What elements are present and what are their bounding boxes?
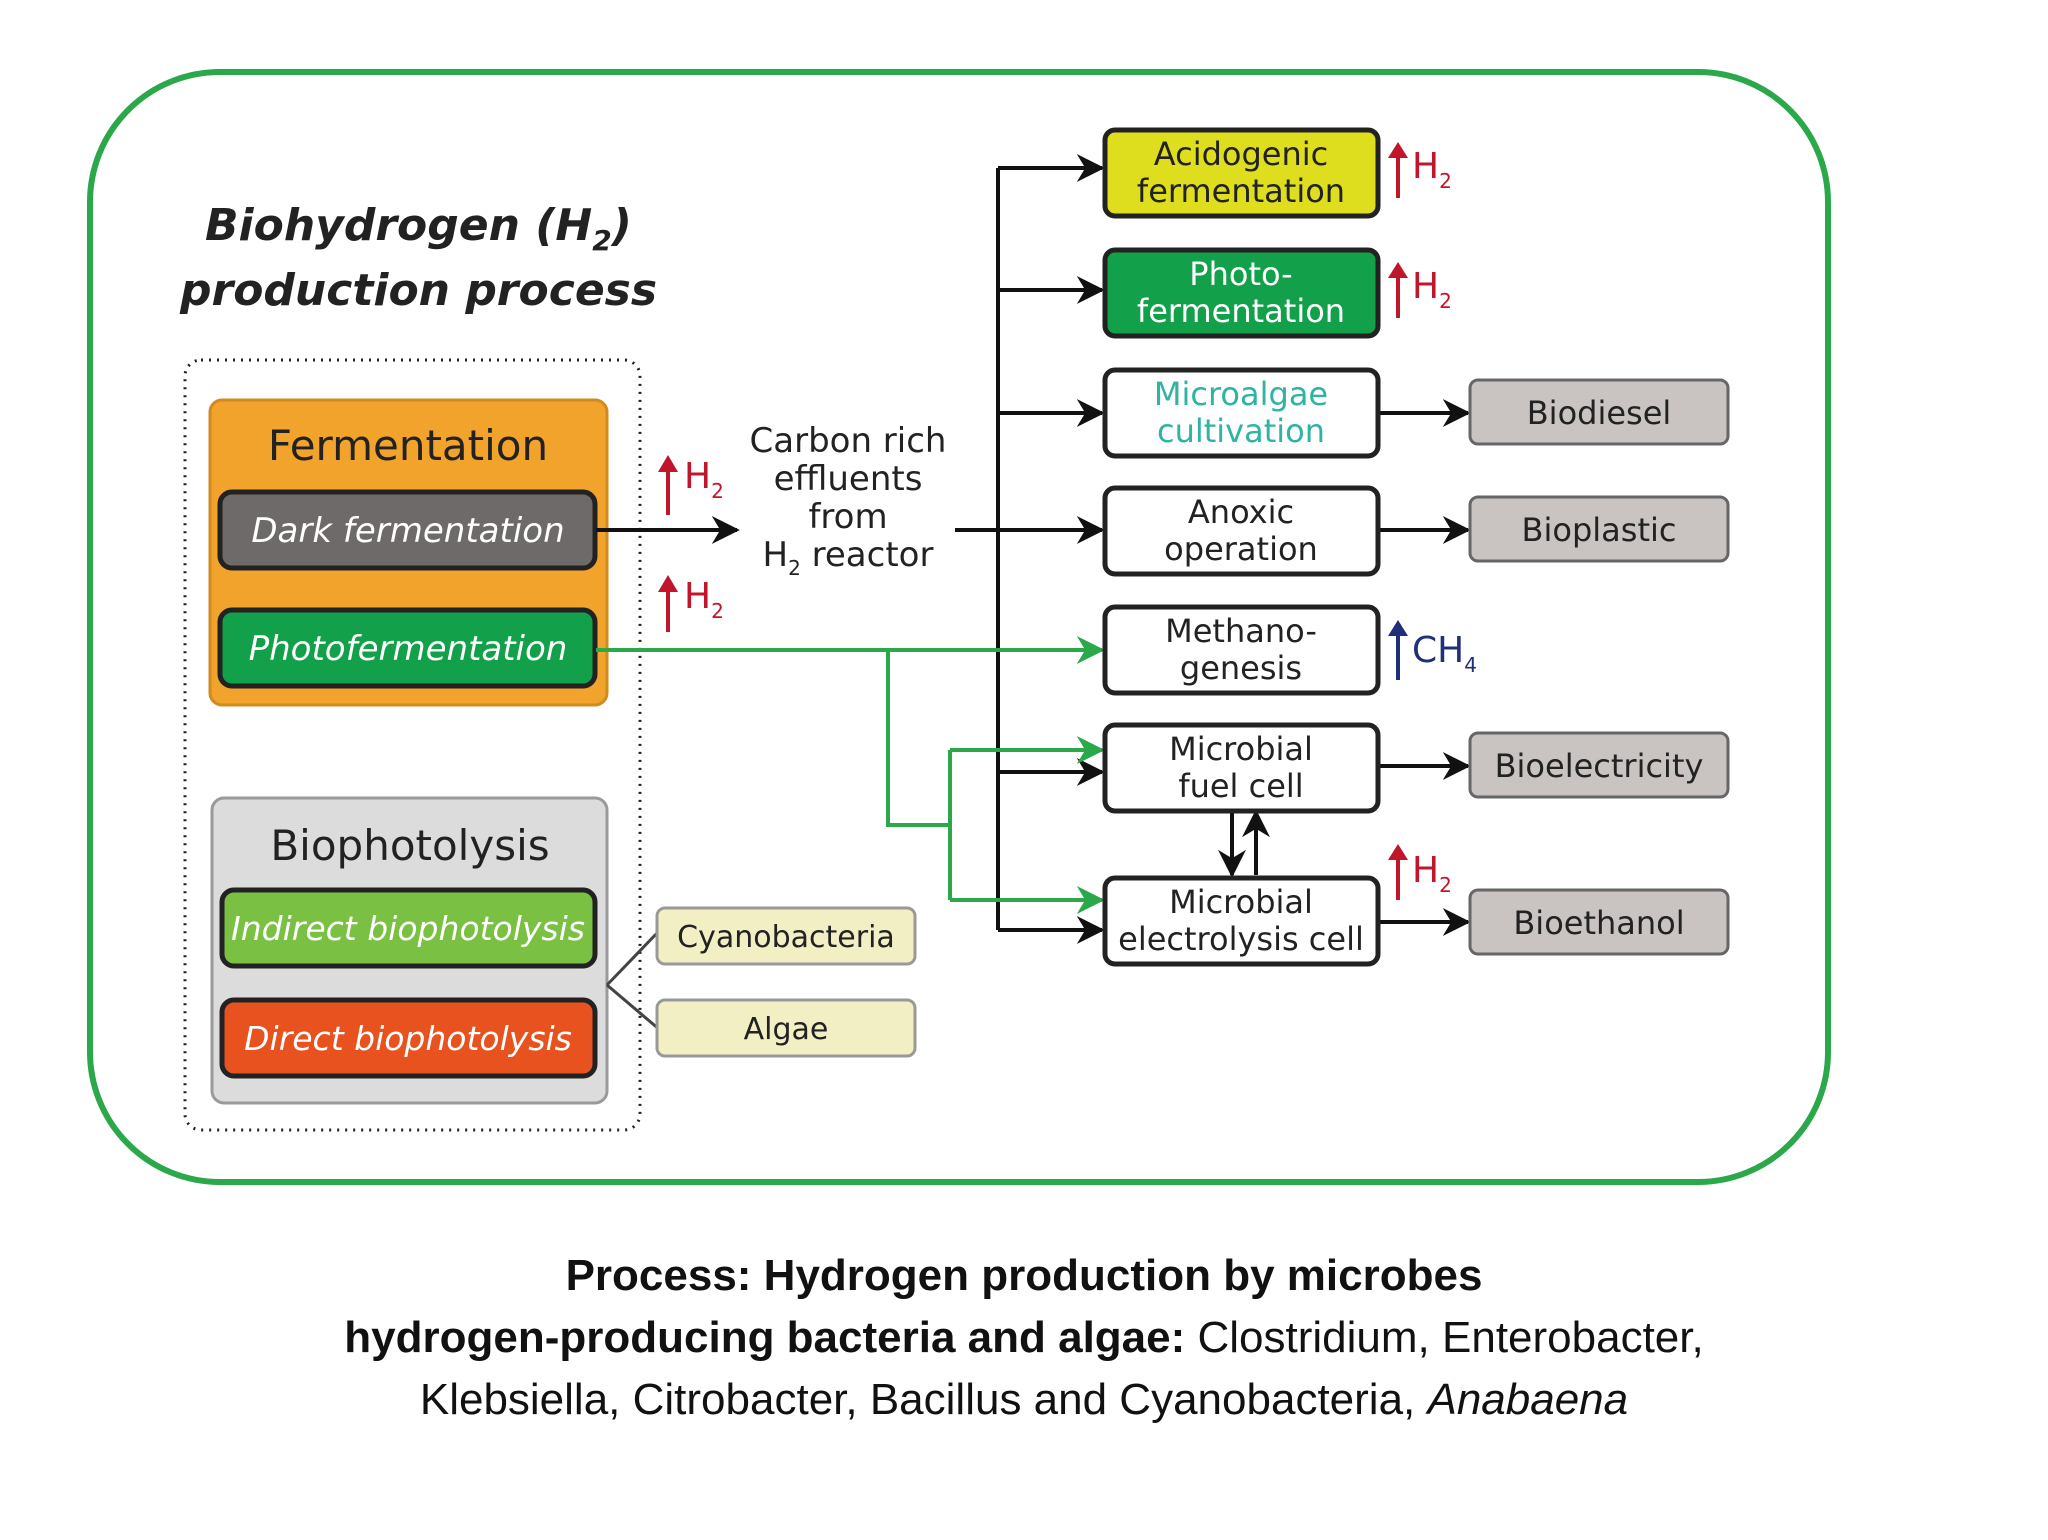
h2-indicator-dark: H2 [658,455,724,515]
h2-indicator-photo: H2 [658,575,724,632]
svg-text:Carbon rich: Carbon rich [750,421,947,461]
organism-branch-lines [605,928,662,1032]
svg-text:Photo-: Photo- [1189,255,1292,293]
svg-text:fermentation: fermentation [1137,292,1345,330]
cyanobacteria-box [655,906,917,966]
svg-text:H2: H2 [684,456,724,503]
svg-text:Bioelectricity: Bioelectricity [1495,747,1704,785]
svg-text:from: from [808,497,887,537]
svg-text:H2: H2 [1412,850,1452,897]
indirect-biophotolysis-label: Indirect biophotolysis [231,909,585,948]
green-connectors [596,636,1105,914]
svg-text:effluents: effluents [774,459,923,499]
svg-text:H2: H2 [1412,146,1452,193]
process-microbial-fuel-cell: Microbial fuel cell [1102,722,1381,814]
process-microalgae: Microalgae cultivation [1102,367,1381,459]
biophotolysis-heading: Biophotolysis [270,821,549,870]
svg-text:cultivation: cultivation [1157,412,1325,450]
product-biodiesel: Biodiesel [1468,378,1730,446]
svg-text:fuel cell: fuel cell [1178,767,1303,805]
h2-indicator-photofermentation: H2 [1388,262,1452,318]
process-methanogenesis: Methano- genesis [1102,604,1381,696]
process-microbial-electrolysis-cell: Microbial electrolysis cell [1102,875,1381,967]
svg-text:Methano-: Methano- [1165,612,1317,650]
caption-line3: Klebsiella, Citrobacter, Bacillus and Cy… [419,1375,1629,1424]
diagram-title-line2: production process [179,265,657,316]
photofermentation-box [217,607,598,689]
svg-text:Bioplastic: Bioplastic [1522,511,1677,549]
cyanobacteria-label: Cyanobacteria [677,920,895,955]
indirect-biophotolysis-box [219,887,598,969]
effluent-label: Carbon rich effluents from H2 reactor [750,421,947,580]
svg-text:Biodiesel: Biodiesel [1527,394,1672,432]
svg-text:H2 reactor: H2 reactor [763,535,934,580]
svg-text:operation: operation [1164,530,1318,568]
black-connectors [596,154,1471,944]
svg-text:fermentation: fermentation [1137,172,1345,210]
dark-fermentation-label: Dark fermentation [251,511,564,551]
methods-group [183,358,642,1132]
direct-biophotolysis-label: Direct biophotolysis [244,1019,572,1058]
svg-text:Microbial: Microbial [1169,730,1313,768]
process-anoxic: Anoxic operation [1102,485,1381,577]
svg-text:Microalgae: Microalgae [1154,375,1328,413]
svg-text:genesis: genesis [1180,649,1302,687]
svg-text:Anoxic: Anoxic [1188,493,1294,531]
product-bioelectricity: Bioelectricity [1468,731,1730,799]
h2-indicator-electrolysis: H2 [1388,844,1452,900]
ch4-indicator-methanogenesis: CH4 [1388,620,1477,680]
direct-biophotolysis-box [219,997,598,1079]
fermentation-heading: Fermentation [268,421,548,470]
svg-text:H2: H2 [684,576,724,623]
diagram-title: Biohydrogen (H2) [205,200,632,257]
process-acidogenic: Acidogenic fermentation [1102,127,1381,219]
svg-text:CH4: CH4 [1412,630,1477,677]
algae-box [655,998,917,1058]
product-bioplastic: Bioplastic [1468,495,1730,563]
svg-text:electrolysis cell: electrolysis cell [1118,920,1364,958]
svg-text:H2: H2 [1412,266,1452,313]
dark-fermentation-box [217,489,598,571]
caption-line2: hydrogen-producing bacteria and algae: C… [344,1313,1704,1362]
h2-indicator-acidogenic: H2 [1388,142,1452,198]
svg-text:Bioethanol: Bioethanol [1513,904,1684,942]
caption-line1: Process: Hydrogen production by microbes [565,1251,1483,1300]
algae-label: Algae [744,1012,829,1047]
photofermentation-label: Photofermentation [249,629,568,669]
svg-text:Acidogenic: Acidogenic [1154,135,1328,173]
svg-text:Microbial: Microbial [1169,883,1313,921]
process-photofermentation: Photo- fermentation [1102,247,1381,339]
product-bioethanol: Bioethanol [1468,888,1730,956]
